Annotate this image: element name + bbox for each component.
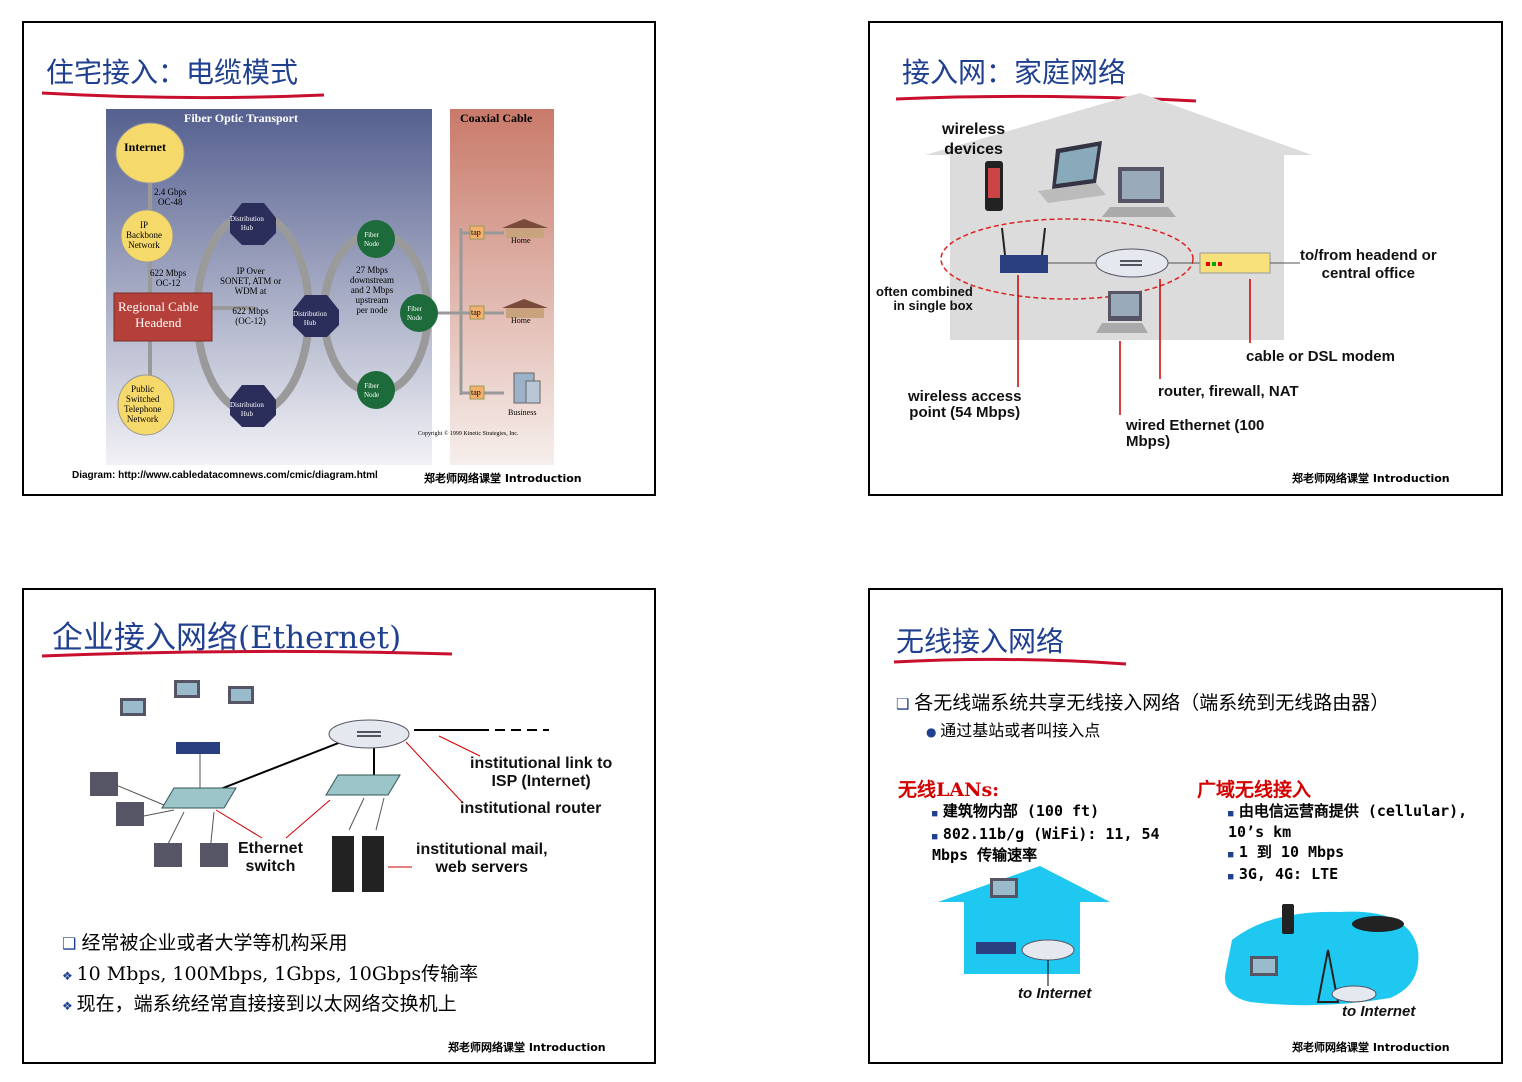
wan-item-1: ■ 由电信运营商提供 (cellular), 10’s km	[1228, 802, 1467, 841]
wan-heading: 广域无线接入	[1197, 775, 1311, 802]
wireless-devices-label: wireless devices	[942, 120, 1005, 160]
access-point-icon	[1000, 255, 1048, 273]
slide-footer: 郑老师网络课堂 Introduction	[448, 1039, 606, 1055]
copyright: Copyright © 1999 Kinetic Strategies, Inc…	[418, 429, 518, 439]
desktop-icons	[90, 772, 228, 867]
slide-footer: 郑老师网络课堂 Introduction	[1292, 1039, 1450, 1055]
bullet-1: ❑ 经常被企业或者大学等机构采用	[62, 928, 347, 955]
home-label-1: Home	[511, 236, 531, 246]
coax-band-label: Coaxial Cable	[460, 113, 532, 123]
slide-cable-access: 住宅接入：电缆模式	[22, 21, 656, 496]
square-bullet-icon: ■	[1228, 872, 1239, 882]
server-icon-2	[362, 836, 384, 892]
dist-hub-label-2: Distribution Hub	[293, 310, 327, 328]
slide-footer: 郑老师网络课堂 Introduction	[424, 470, 582, 486]
wap-label: wireless access point (54 Mbps)	[908, 389, 1021, 421]
coax-band	[450, 109, 554, 465]
wan-item-2: ■ 1 到 10 Mbps	[1228, 843, 1344, 864]
inst-link-label: institutional link to ISP (Internet)	[470, 755, 612, 791]
lan-item-1: ■ 建筑物内部 (100 ft)	[932, 802, 1099, 823]
square-bullet-icon: ■	[1228, 809, 1239, 819]
switch-icon-2	[326, 775, 400, 795]
slide-footer: 郑老师网络课堂 Introduction	[1292, 470, 1450, 486]
diamond-bullet-icon: ❖	[62, 999, 77, 1013]
modem-icon	[1200, 253, 1270, 273]
dist-hub-label-3: Distribution Hub	[230, 401, 264, 419]
often-combined-label: often combined in single box	[876, 285, 973, 313]
bullet-3: ❖ 现在，端系统经常直接接到以太网络交换机上	[62, 989, 457, 1016]
wan-item-3: ■ 3G, 4G: LTE	[1228, 865, 1338, 886]
title-underline	[894, 659, 1126, 664]
lan-item-2: ■ 802.11b/g (WiFi): 11, 54 Mbps 传输速率	[932, 825, 1160, 864]
diamond-bullet-icon: ❖	[62, 969, 77, 983]
fiber-node-label-1: Fiber Node	[364, 231, 379, 249]
fiber-band-label: Fiber Optic Transport	[184, 113, 298, 123]
dist-hub-label-1: Distribution Hub	[230, 215, 264, 233]
fiber-node-label-3: Fiber Node	[364, 382, 379, 400]
car-icon	[1352, 916, 1404, 932]
pstn-label: Public Switched Telephone Network	[124, 384, 161, 424]
square-bullet-icon: ■	[1228, 850, 1239, 860]
modem-label: cable or DSL modem	[1246, 349, 1395, 365]
router-icon-2	[1332, 986, 1376, 1002]
to-from-label: to/from headend or central office	[1300, 247, 1437, 283]
ip-backbone-label: IP Backbone Network	[126, 220, 162, 250]
tap-label-3: tap	[471, 388, 481, 398]
server-icon	[332, 836, 354, 892]
access-point-icon	[176, 742, 220, 754]
eth-switch-label: Ethernet switch	[238, 840, 303, 876]
title-underline	[42, 651, 452, 656]
square-bullet-icon: ■	[932, 832, 943, 842]
headend-label: Regional Cable Headend	[118, 299, 199, 331]
link-oc12-label: 622 Mbps OC-12	[150, 268, 186, 288]
dot-bullet-icon: ●	[926, 725, 940, 739]
square-bullet-icon: ■	[932, 809, 943, 819]
title-underline	[42, 93, 324, 98]
ring-text: IP Over SONET, ATM or WDM at 622 Mbps (O…	[220, 266, 281, 326]
bullet-sub: ● 通过基站或者叫接入点	[926, 717, 1100, 741]
switch-icon	[162, 788, 236, 808]
to-internet-label-2: to Internet	[1342, 1004, 1415, 1020]
bullet-main: ❑ 各无线端系统共享无线接入网络（端系统到无线路由器）	[896, 688, 1389, 715]
router-icon	[329, 720, 409, 748]
business-label: Business	[508, 408, 536, 418]
router-icon	[1096, 249, 1168, 277]
rate-text: 27 Mbps downstream and 2 Mbps upstream p…	[350, 265, 394, 315]
tap-label-2: tap	[471, 308, 481, 318]
router-label: router, firewall, NAT	[1158, 384, 1299, 400]
lan-heading: 无线LANs:	[898, 775, 999, 802]
square-bullet-icon: ❑	[896, 695, 914, 713]
diagram-source: Diagram: http://www.cabledatacomnews.com…	[72, 470, 378, 481]
router-icon	[1022, 940, 1074, 960]
inst-router-label: institutional router	[460, 801, 601, 817]
slide-home-network: 接入网：家庭网络	[868, 21, 1503, 496]
slide-enterprise-network: 企业接入网络(Ethernet)	[22, 588, 656, 1064]
tap-label-1: tap	[471, 228, 481, 238]
home-label-2: Home	[511, 316, 531, 326]
cable-diagram	[24, 23, 656, 496]
bullet-2: ❖ 10 Mbps, 100Mbps, 1Gbps, 10Gbps传输率	[62, 959, 478, 986]
link-oc48-label: 2.4 Gbps OC-48	[154, 187, 187, 207]
building-body	[964, 900, 1080, 974]
internet-label: Internet	[124, 142, 166, 152]
wired-label: wired Ethernet (100 Mbps)	[1126, 418, 1264, 450]
to-internet-label-1: to Internet	[1018, 986, 1091, 1002]
inst-mail-label: institutional mail, web servers	[416, 841, 548, 877]
slide-wireless-network: 无线接入网络 ❑ 各无线端系统共享无线接入网络（端系统到无线路由器） ● 通过基…	[868, 588, 1503, 1064]
fiber-node-label-2: Fiber Node	[407, 305, 422, 323]
square-bullet-icon: ❑	[62, 934, 81, 953]
building-roof	[938, 866, 1110, 902]
access-point-icon	[976, 942, 1016, 954]
phone-icon	[1282, 904, 1294, 934]
